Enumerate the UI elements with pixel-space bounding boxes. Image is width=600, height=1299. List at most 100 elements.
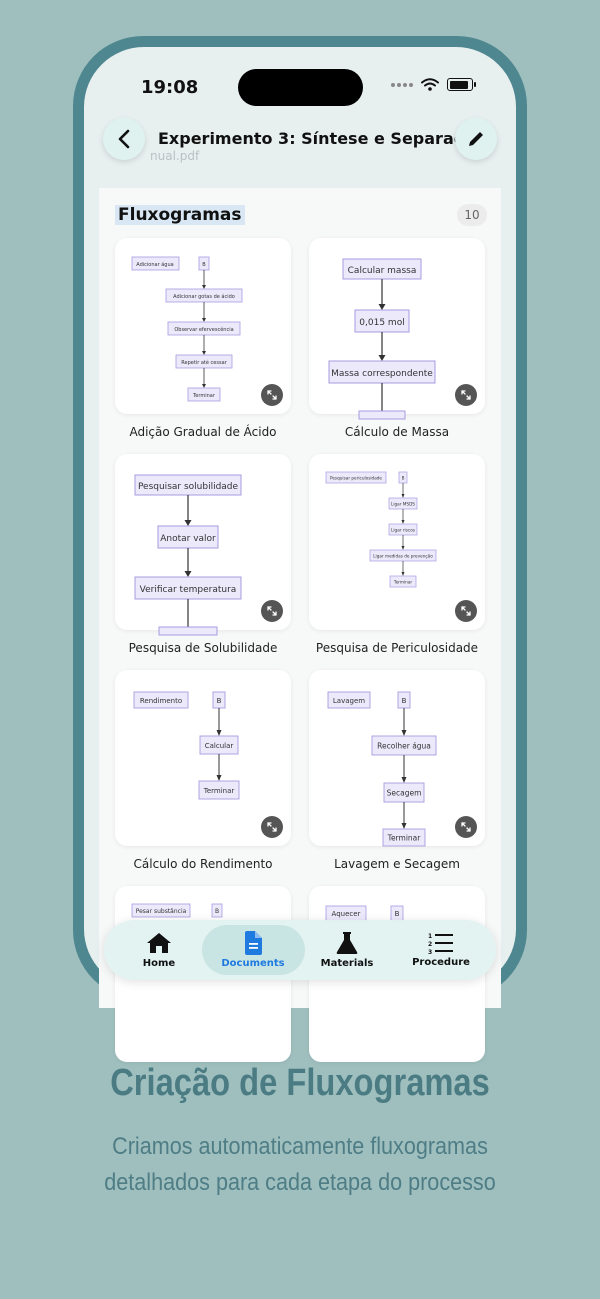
flow-node-text: Adicionar água — [136, 261, 173, 268]
flow-node — [325, 471, 387, 484]
promo-subtitle-line-1: Criamos automaticamente fluxogramas — [112, 1133, 488, 1160]
card-title: Pesquisa de Periculosidade — [315, 641, 479, 655]
flow-node-text: Pesar substância — [136, 908, 187, 915]
flow-arrow — [184, 571, 192, 577]
card-title: Pesquisa de Solubilidade — [128, 641, 278, 655]
flow-node-text: Rendimento — [140, 697, 182, 705]
flowchart-partial-heat: Aquecer B — [325, 905, 404, 922]
flow-arrow — [401, 777, 407, 783]
flowchart-washing: Lavagem B Recolher água Secagem Terminar — [327, 691, 437, 847]
expand-icon — [267, 606, 277, 616]
svg-text:2: 2 — [428, 941, 432, 948]
file-name: nual.pdf — [150, 149, 200, 163]
flowchart-yield: Rendimento B Calcular Terminar — [133, 691, 240, 800]
flow-node-text: Terminar — [192, 393, 216, 399]
flow-node-text: Pesquisar solubilidade — [138, 482, 239, 492]
flow-node-text: B — [402, 697, 407, 705]
flow-node-text: Massa correspondente — [331, 369, 433, 379]
flowchart-card-solubility[interactable]: Pesquisar solubilidade Anotar valor Veri… — [115, 454, 291, 636]
flow-node-text: Terminar — [387, 834, 422, 843]
expand-button[interactable] — [261, 816, 283, 838]
expand-button[interactable] — [261, 384, 283, 406]
flow-node-text: Lavagem — [333, 697, 365, 705]
flow-node-text: B — [202, 262, 206, 268]
flow-arrow — [202, 318, 206, 322]
status-time: 19:08 — [141, 77, 199, 98]
page-title: Experimento 3: Síntese e Separaç... — [158, 129, 482, 148]
flow-arrow — [202, 384, 206, 388]
count-badge: 10 — [457, 204, 487, 226]
back-button[interactable] — [103, 118, 145, 160]
flowchart-card-acid[interactable]: Adicionar água B Adicionar gotas de ácid… — [115, 238, 291, 414]
card-title: Adição Gradual de Ácido — [129, 425, 277, 439]
flow-node-text: Verificar temperatura — [140, 585, 237, 595]
flowchart-partial-weigh: Pesar substância B — [131, 903, 223, 918]
flow-node-text: Calcular massa — [348, 266, 417, 276]
flow-arrow — [378, 304, 386, 310]
tab-label: Procedure — [412, 957, 470, 968]
promo-headline: Criação de Fluxogramas — [110, 1062, 490, 1104]
tab-documents[interactable]: Documents — [208, 920, 298, 980]
flow-node-text: Repetir até cessar — [181, 359, 227, 366]
flowchart-card-mass[interactable]: Calcular massa 0,015 mol Massa correspon… — [309, 238, 485, 420]
chevron-left-icon — [118, 129, 130, 149]
flow-node-text: Aquecer — [332, 910, 361, 918]
flow-node-text: Secagem — [387, 789, 422, 798]
list-icon: 1 2 3 — [428, 933, 453, 956]
flow-arrow — [401, 823, 407, 829]
card-title: Lavagem e Secagem — [334, 857, 460, 871]
flowchart-card-yield[interactable]: Rendimento B Calcular Terminar — [115, 670, 291, 846]
battery-icon — [447, 78, 476, 91]
pencil-icon — [469, 132, 483, 146]
expand-icon — [461, 390, 471, 400]
app-screen: 19:08 Experimento 3: Síntese e Separaç..… — [84, 47, 516, 1062]
flow-node — [131, 256, 180, 271]
flowchart-card-periculosity[interactable]: Pesquisar periculosidade B Ligar MSDS Li… — [309, 454, 485, 630]
tab-materials[interactable]: Materials — [302, 920, 392, 980]
flowchart-acid: Adicionar água B Adicionar gotas de ácid… — [131, 256, 243, 402]
flow-arrow — [401, 546, 405, 550]
flow-node — [358, 410, 406, 420]
expand-button[interactable] — [455, 816, 477, 838]
flow-node-text: Terminar — [203, 787, 235, 795]
flow-node — [133, 691, 189, 709]
phone-frame: 19:08 Experimento 3: Síntese e Separaç..… — [73, 36, 527, 1062]
expand-icon — [267, 822, 277, 832]
flow-arrow — [401, 494, 405, 498]
flow-node-text: Recolher água — [377, 742, 431, 751]
flow-node-text: B — [402, 476, 405, 481]
svg-text:1: 1 — [428, 933, 432, 940]
flow-node — [131, 903, 191, 918]
flow-node — [211, 903, 223, 918]
expand-button[interactable] — [455, 600, 477, 622]
flow-node — [382, 828, 426, 847]
flow-node-text: Anotar valor — [160, 534, 216, 544]
promo-subtitle-line-2: detalhados para cada etapa do processo — [104, 1169, 496, 1196]
flow-arrow — [202, 285, 206, 289]
tab-label: Home — [142, 958, 176, 969]
flow-node — [327, 691, 371, 709]
flow-arrow — [216, 730, 222, 736]
expand-icon — [267, 390, 277, 400]
flow-node-text: Observar efervescência — [174, 326, 233, 333]
expand-button[interactable] — [455, 384, 477, 406]
expand-button[interactable] — [261, 600, 283, 622]
flowcharts-panel: Fluxogramas 10 Adicionar água B Adiciona… — [99, 188, 501, 1062]
flow-node-text: Ligar MSDS — [391, 502, 415, 507]
edit-button[interactable] — [455, 118, 497, 160]
tab-home[interactable]: Home — [114, 920, 204, 980]
flow-node — [158, 626, 218, 636]
flowchart-card-washing[interactable]: Lavagem B Recolher água Secagem Terminar — [309, 670, 485, 847]
flow-node — [187, 387, 221, 402]
flow-arrow — [378, 355, 386, 361]
flow-arrow — [401, 730, 407, 736]
svg-text:3: 3 — [428, 949, 432, 956]
home-icon — [147, 933, 171, 953]
tab-label: Documents — [221, 958, 285, 969]
flow-arrow — [202, 351, 206, 355]
flow-node-text: 0,015 mol — [359, 318, 404, 328]
tab-label: Materials — [320, 958, 374, 969]
tab-procedure[interactable]: 1 2 3 Procedure — [396, 920, 486, 980]
flask-icon — [336, 932, 358, 954]
dynamic-island — [238, 69, 363, 106]
